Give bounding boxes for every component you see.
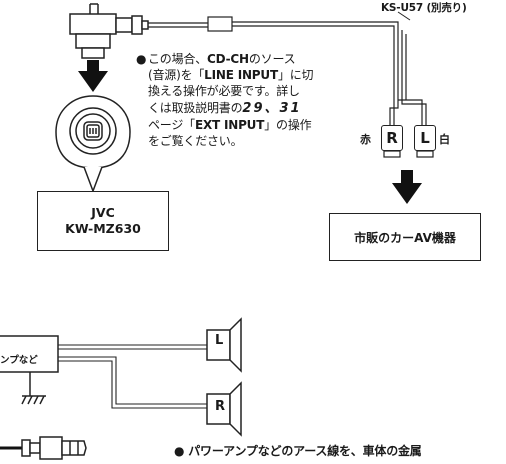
down-arrow-icon — [78, 60, 108, 92]
note-line-6: をご覧ください。 — [148, 134, 243, 149]
cable-label-leader — [397, 11, 411, 21]
rca-plug-left: L — [414, 125, 436, 151]
speaker-icon — [206, 317, 242, 373]
note-line-2: (音源)を「LINE INPUT」に切 — [148, 68, 314, 83]
down-arrow-icon — [392, 170, 422, 204]
note-line-4: くは取扱説明書の29、31 — [148, 100, 302, 116]
source-switch-note: ● この場合、CD-CHのソース (音源)を「LINE INPUT」に切 換える… — [136, 51, 366, 149]
plug-color-red: 赤 — [360, 133, 371, 146]
rca-plug-right: R — [381, 125, 403, 151]
wiring-connector — [0, 436, 87, 460]
cable-label: KS-U57 (別売り) — [381, 2, 467, 14]
speaker-left-label: L — [215, 333, 224, 348]
rear-connector-plug — [69, 3, 149, 59]
speaker-icon — [206, 381, 242, 437]
unit-brand: JVC — [91, 205, 115, 220]
note-line-1: この場合、CD-CHのソース — [148, 52, 296, 66]
external-av-device-box: 市販のカーAV機器 — [329, 213, 481, 261]
note-bullet: ● — [136, 52, 147, 66]
head-unit-box: JVC KW-MZ630 — [37, 191, 169, 251]
note-line-3: 換える操作が必要です。詳し — [148, 84, 300, 99]
unit-model: KW-MZ630 — [65, 221, 141, 236]
ks-u57-cable — [148, 16, 427, 125]
note-line-5: ページ「EXT INPUT」の操作 — [148, 117, 312, 132]
rear-socket-callout — [55, 95, 131, 194]
amplifier-label: ンプなど — [0, 355, 38, 366]
rca-plug-tips — [383, 150, 434, 158]
amplifier-wiring — [0, 335, 207, 409]
plug-color-white: 白 — [439, 133, 450, 146]
ground-wire-note: ● パワーアンプなどのアース線を、車体の金属 — [174, 444, 422, 458]
speaker-right-label: R — [215, 399, 226, 414]
